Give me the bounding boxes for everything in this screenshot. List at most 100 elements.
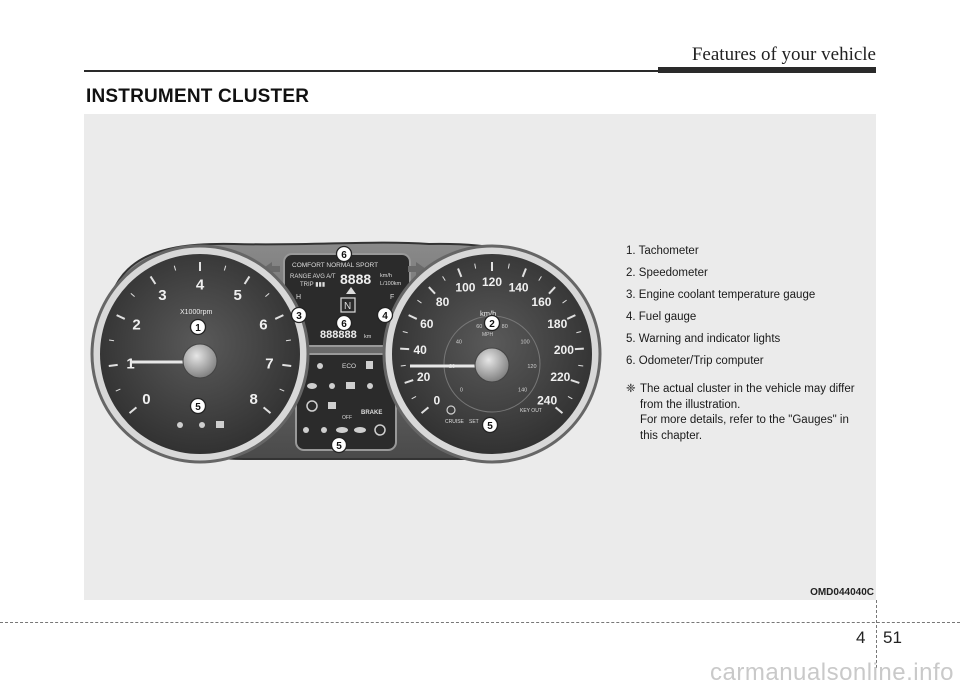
minor-tick (130, 292, 135, 298)
major-tick (128, 406, 138, 414)
minor-tick (578, 364, 584, 367)
callout-3: 3 (290, 306, 308, 324)
gauge-label: 6 (259, 317, 267, 334)
gauge-label: 5 (233, 287, 241, 304)
mph-unit: MPH (482, 332, 494, 338)
callout-1: 1 (189, 318, 207, 336)
minor-tick (265, 292, 270, 298)
tach-indicator-icons (177, 421, 224, 428)
major-tick (400, 347, 410, 351)
lcd-drive-modes: COMFORT NORMAL SPORT (292, 262, 378, 269)
minor-tick (285, 339, 292, 342)
figure-code: OMD044040C (810, 587, 874, 598)
gauge-label: 8 (249, 391, 257, 408)
major-tick (574, 347, 584, 351)
gauge-label: 40 (413, 343, 427, 357)
gauge-label: 0 (434, 393, 441, 407)
speedometer-unit: km/h (480, 309, 496, 318)
note-line: this chapter. (640, 429, 703, 442)
svg-text:2: 2 (489, 319, 495, 330)
lcd-odometer: 888888 (320, 329, 357, 341)
major-tick (149, 275, 157, 285)
callout-5-speed: 5 (481, 416, 499, 434)
major-tick (282, 363, 292, 367)
gauge-label: 60 (420, 317, 434, 331)
minor-tick (538, 276, 542, 281)
minor-tick (173, 265, 177, 271)
note-mark-icon: ❈ (626, 383, 636, 395)
gauge-label: 0 (142, 391, 150, 408)
minor-tick (562, 299, 567, 304)
legend-item-odometer: 6. Odometer/Trip computer (626, 355, 764, 367)
turn-right-arrow-icon (408, 262, 426, 276)
major-tick (570, 379, 580, 384)
set-label: SET (469, 419, 479, 425)
legend-item-speedometer: 2. Speedometer (626, 267, 708, 279)
major-tick (428, 286, 436, 295)
cruise-label: CRUISE (445, 419, 465, 425)
major-tick (548, 286, 556, 295)
gauge-label: 80 (436, 295, 450, 309)
callout-6-odometer: 6 (335, 314, 353, 332)
callout-5-tach: 5 (189, 397, 207, 415)
gauge-label: 160 (531, 295, 551, 309)
svg-text:5: 5 (195, 402, 201, 413)
major-tick (243, 275, 251, 285)
major-tick (274, 314, 284, 320)
minor-tick (417, 299, 422, 304)
chapter-number: 4 (856, 628, 866, 647)
mph-label: 100 (520, 339, 529, 345)
lcd-gear-letter: N (344, 301, 351, 312)
lcd-digits: 8888 (340, 271, 371, 287)
major-tick (408, 314, 418, 320)
gauge-label: 240 (537, 393, 557, 407)
figure-panel: COMFORT NORMAL SPORT RANGE AVG A/T TRIP … (84, 114, 876, 600)
lcd-unit-economy: L/100km (380, 281, 402, 287)
svg-text:6: 6 (341, 250, 347, 261)
minor-tick (108, 339, 115, 342)
lcd-row2: TRIP ▮▮▮ (300, 282, 325, 288)
callout-markers: 1 2 3 4 5 5 5 6 6 (189, 245, 501, 454)
minor-tick (115, 388, 121, 392)
cruise-icon (446, 405, 456, 415)
note-line: from the illustration. (640, 398, 741, 411)
note-line: For more details, refer to the "Gauges" … (640, 414, 849, 426)
lcd-unit-speed: km/h (380, 273, 392, 279)
legend-item-coolant-gauge: 3. Engine coolant temperature gauge (626, 289, 816, 301)
callout-2: 2 (483, 314, 501, 332)
gauge-label: 3 (158, 287, 166, 304)
gauge-label: 180 (547, 317, 567, 331)
gauge-label: 1 (126, 355, 134, 372)
svg-text:1: 1 (195, 323, 201, 334)
major-tick (404, 379, 414, 384)
header-rule (84, 70, 876, 72)
svg-text:3: 3 (296, 311, 302, 322)
major-tick (116, 314, 126, 320)
mph-label: 40 (456, 339, 462, 345)
footer-rule (0, 622, 960, 623)
tachometer-hub (182, 343, 218, 379)
callout-4: 4 (376, 306, 394, 324)
minor-tick (567, 395, 573, 400)
major-tick (554, 406, 564, 414)
minor-tick (507, 263, 510, 269)
minor-tick (223, 265, 227, 271)
turn-left-arrow-icon (262, 262, 280, 276)
legend: 1. Tachometer 2. Speedometer 3. Engine c… (626, 240, 876, 444)
major-tick (420, 406, 430, 414)
lcd-gear-up-icon (346, 287, 356, 294)
minor-tick (402, 330, 408, 334)
speedometer-ticks (400, 262, 584, 414)
svg-text:5: 5 (487, 421, 493, 432)
gauge-label: 4 (196, 276, 205, 293)
brake-indicator: BRAKE (361, 410, 382, 416)
key-out-label: KEY OUT (520, 408, 542, 414)
warning-icons (303, 361, 386, 436)
gauge-label: 120 (482, 275, 502, 289)
header-rule-accent (658, 67, 876, 73)
gauge-label: 140 (509, 280, 529, 294)
legend-item-warning-lights: 5. Warning and indicator lights (626, 333, 781, 345)
